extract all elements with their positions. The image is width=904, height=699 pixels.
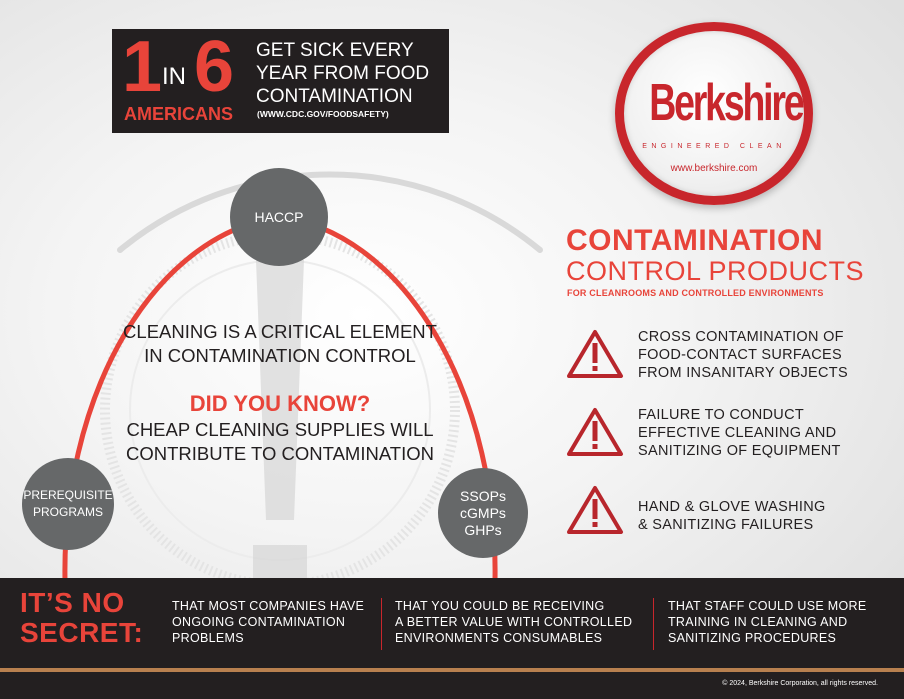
stat-source-link[interactable]: (WWW.CDC.GOV/FOODSAFETY) [257, 109, 389, 119]
footer-divider [653, 598, 654, 650]
footer-title: IT’S NO SECRET: [20, 587, 144, 648]
warning-text: FAILURE TO CONDUCT EFFECTIVE CLEANING AN… [638, 407, 841, 459]
warning-item: FAILURE TO CONDUCT EFFECTIVE CLEANING AN… [566, 406, 886, 466]
heading-main: CONTAMINATION [566, 224, 824, 257]
footer-point: THAT YOU COULD BE RECEIVING A BETTER VAL… [395, 599, 633, 645]
heading-subtitle: FOR CLEANROOMS AND CONTROLLED ENVIRONMEN… [567, 288, 824, 298]
warning-triangle-icon [567, 486, 623, 534]
footer-point: THAT MOST COMPANIES HAVE ONGOING CONTAMI… [172, 599, 365, 645]
warning-item: HAND & GLOVE WASHING & SANITIZING FAILUR… [566, 484, 886, 544]
bubble-ssops: SSOPs cGMPs GHPs [438, 468, 528, 558]
bubble-prerequisite-programs: PREREQUISITE PROGRAMS [22, 458, 114, 550]
logo-wordmark: Berkshire [649, 74, 804, 132]
footer-divider [381, 598, 382, 650]
heading-sub: CONTROL PRODUCTS [566, 256, 865, 286]
footer-band: IT’S NO SECRET: THAT MOST COMPANIES HAVE… [0, 578, 904, 699]
stat-number-six: 6 [194, 27, 235, 107]
warning-item: CROSS CONTAMINATION OF FOOD-CONTACT SURF… [566, 328, 886, 388]
cleaning-statement: CLEANING IS A CRITICAL ELEMENT IN CONTAM… [123, 321, 437, 366]
warning-triangle-icon [567, 330, 623, 378]
warning-text: CROSS CONTAMINATION OF FOOD-CONTACT SURF… [638, 329, 848, 381]
footer-copper-line [0, 668, 904, 672]
stat-description: GET SICK EVERY YEAR FROM FOOD CONTAMINAT… [256, 40, 430, 107]
did-you-know-heading: DID YOU KNOW? [189, 391, 371, 416]
stat-word-americans: AMERICANS [124, 104, 234, 124]
berkshire-logo: Berkshire ENGINEERED CLEAN www.berkshire… [615, 22, 813, 205]
statistic-banner: 1 IN 6 AMERICANS GET SICK EVERY YEAR FRO… [112, 27, 449, 133]
logo-url-link[interactable]: www.berkshire.com [670, 163, 758, 174]
copyright-text: © 2024, Berkshire Corporation, all right… [722, 680, 878, 687]
stat-number-one: 1 [122, 27, 162, 107]
logo-tagline: ENGINEERED CLEAN [642, 143, 786, 150]
warning-triangle-icon [567, 408, 623, 456]
bubble-haccp: HACCP [230, 168, 328, 266]
did-you-know-fact: CHEAP CLEANING SUPPLIES WILL CONTRIBUTE … [126, 419, 434, 464]
stat-word-in: IN [162, 63, 186, 90]
footer-point: THAT STAFF COULD USE MORE TRAINING IN CL… [668, 599, 867, 645]
warning-text: HAND & GLOVE WASHING & SANITIZING FAILUR… [638, 499, 826, 533]
